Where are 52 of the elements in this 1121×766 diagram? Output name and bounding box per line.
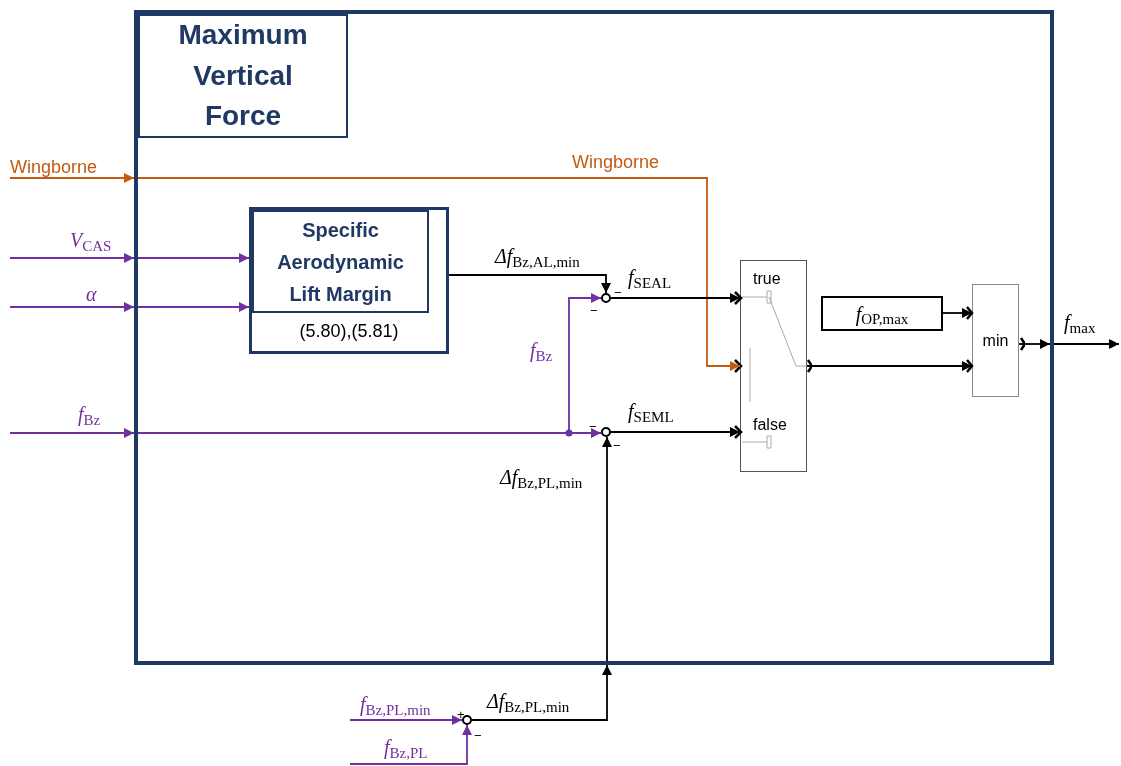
- arrow: [602, 436, 612, 662]
- equation-reference: (5.80),(5.81): [298, 320, 400, 343]
- arrow: [137, 302, 250, 312]
- sign-label: −: [614, 285, 622, 300]
- arrow: [137, 177, 741, 371]
- edge-label: Wingborne: [10, 157, 98, 177]
- edge-label: f$_{max}$: [1064, 311, 1096, 333]
- switch-port-label: false: [753, 415, 787, 435]
- switch-port-label: true: [753, 269, 781, 289]
- arrow: [9, 173, 135, 183]
- title-box: Maximum Vertical Force: [138, 14, 348, 138]
- arrow: [1018, 339, 1051, 349]
- arrow: [1053, 339, 1120, 349]
- edge-label: f$_{SEAL}$: [628, 266, 672, 288]
- arrow: [806, 361, 973, 371]
- arrow: [448, 274, 611, 294]
- constant-block: [821, 296, 943, 331]
- edge-label: Δf$_{Bz,PL,min}$: [487, 690, 570, 712]
- sum-junction: [601, 427, 611, 437]
- edge-label: Δf$_{Bz,AL,min}$: [495, 245, 580, 267]
- sum-junction: [462, 715, 472, 725]
- sign-label: −: [613, 438, 621, 453]
- arrow: [610, 293, 741, 303]
- edge-label: Wingborne: [572, 152, 660, 172]
- min-label: min: [982, 330, 1009, 351]
- arrow: [610, 427, 741, 437]
- edge-label: f$_{Bz}$: [530, 339, 553, 361]
- function-block: [249, 207, 449, 354]
- constant-label: f$_{OP,max}$: [855, 301, 909, 329]
- arrow: [942, 308, 973, 318]
- arrow: [9, 428, 135, 438]
- subsystem-frame: [134, 10, 1054, 665]
- arrow: [349, 724, 472, 765]
- edge-label: α: [86, 283, 97, 305]
- arrow: [471, 664, 612, 721]
- arrow: [9, 253, 135, 263]
- edge-label: f$_{Bz,PL,min}$: [360, 693, 431, 715]
- edge-label: f$_{Bz,PL}$: [384, 736, 428, 758]
- sign-label: −: [589, 419, 597, 434]
- arrow: [137, 253, 250, 263]
- block-heading-box: Specific Aerodynamic Lift Margin: [252, 210, 429, 313]
- edge-label: Δf$_{Bz,PL,min}$: [500, 466, 583, 488]
- arrow: [137, 428, 602, 438]
- sum-junction: [601, 293, 611, 303]
- edge-label: V$_{CAS}$: [70, 229, 112, 251]
- sign-label: +: [457, 707, 465, 722]
- arrow: [9, 302, 135, 312]
- sign-label: −: [590, 303, 598, 318]
- sign-label: −: [474, 728, 482, 743]
- arrow: [349, 715, 463, 725]
- edge-label: f$_{Bz}$: [78, 403, 101, 425]
- edge-label: f$_{SEML}$: [628, 400, 674, 422]
